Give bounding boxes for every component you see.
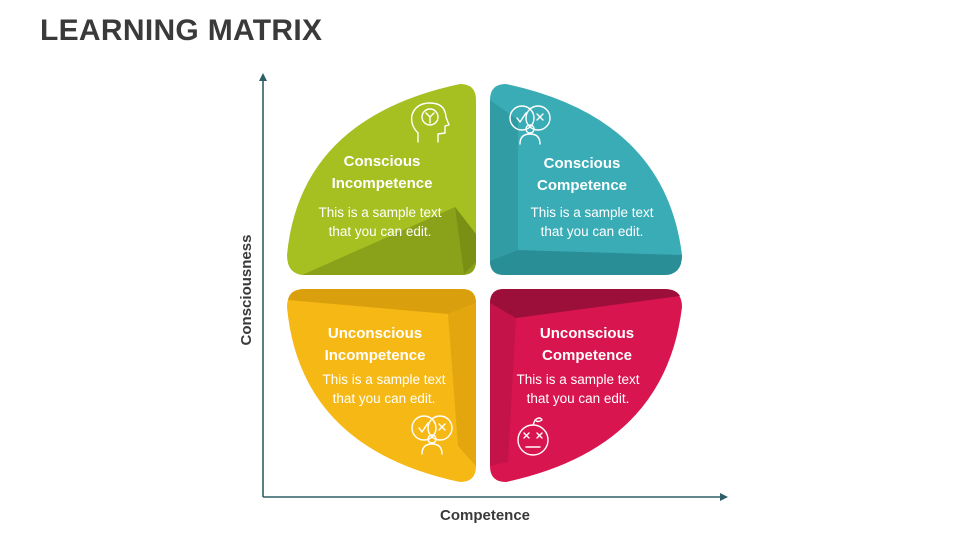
quadrant-bevel-side	[448, 303, 476, 466]
head-brain-icon	[410, 102, 450, 143]
quadrant-bevel-side	[490, 303, 516, 466]
decision-person-icon	[411, 415, 453, 455]
quadrant-shape	[490, 84, 682, 275]
quadrant-text-line1: This is a sample text	[318, 205, 441, 220]
decision-person-icon	[509, 105, 551, 145]
y-axis-label: Consciousness	[238, 235, 255, 346]
quadrant-bevel	[302, 207, 476, 275]
quadrant-title-line1: Unconscious	[328, 325, 422, 342]
x-axis-label: Competence	[440, 507, 530, 524]
quadrant-unconscious-competence: Unconscious Competence This is a sample …	[490, 289, 682, 482]
quadrant-title-line2: Competence	[537, 177, 627, 194]
quadrant-bevel	[490, 250, 682, 275]
quadrant-text-line2: that you can edit.	[329, 224, 432, 239]
quadrant-text-line1: This is a sample text	[530, 205, 653, 220]
quadrant-title-line1: Conscious	[344, 153, 421, 170]
dizzy-face-icon	[517, 417, 549, 456]
quadrant-text-line2: that you can edit.	[541, 224, 644, 239]
quadrant-bevel	[288, 289, 476, 314]
quadrant-bevel-side	[455, 207, 476, 274]
quadrant-bevel-side	[490, 100, 518, 261]
quadrant-title-line2: Incompetence	[325, 347, 426, 364]
quadrant-bevel	[490, 289, 680, 318]
page-title: LEARNING MATRIX	[40, 14, 323, 47]
quadrant-conscious-competence: Conscious Competence This is a sample te…	[490, 84, 682, 275]
quadrant-title-line1: Unconscious	[540, 325, 634, 342]
quadrant-title-line1: Conscious	[544, 155, 621, 172]
quadrant-text-line1: This is a sample text	[322, 372, 445, 387]
quadrant-title-line2: Incompetence	[332, 175, 433, 192]
quadrant-text-line1: This is a sample text	[516, 372, 639, 387]
quadrant-unconscious-incompetence: Unconscious Incompetence This is a sampl…	[287, 289, 476, 482]
quadrant-conscious-incompetence: Conscious Incompetence This is a sample …	[287, 84, 476, 275]
quadrant-text-line2: that you can edit.	[333, 391, 436, 406]
quadrant-text-line2: that you can edit.	[527, 391, 630, 406]
quadrant-title-line2: Competence	[542, 347, 632, 364]
